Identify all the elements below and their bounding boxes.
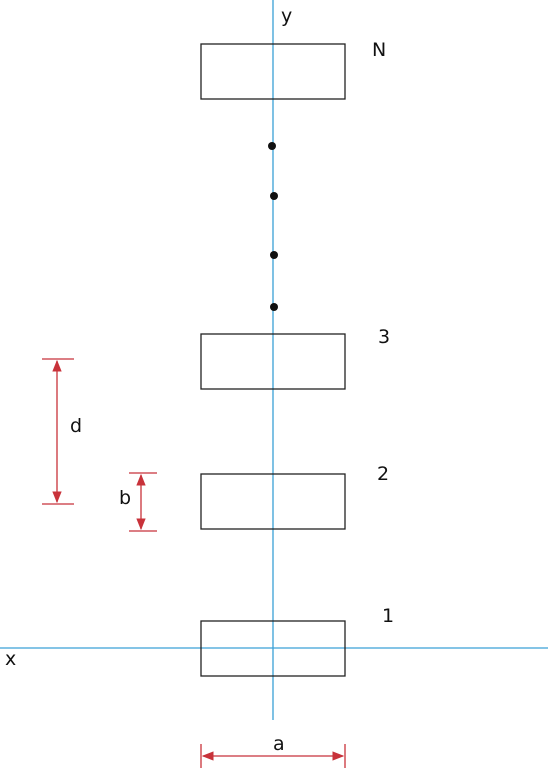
plate-label-n: N: [372, 39, 386, 61]
plate-label-1: 1: [382, 605, 394, 627]
ellipsis-dot: [270, 251, 278, 259]
ellipsis-dot: [268, 142, 276, 150]
plate-label-2: 2: [377, 463, 389, 485]
width-label: a: [273, 733, 285, 755]
ellipsis-dot: [270, 303, 278, 311]
plate-n: [200, 43, 346, 100]
y-axis-label: y: [281, 5, 292, 27]
plate-2: [200, 473, 346, 530]
x-axis-label: x: [5, 648, 16, 670]
spacing-label: d: [70, 415, 82, 437]
plate-label-3: 3: [378, 326, 390, 348]
plate-3: [200, 333, 346, 390]
plate-1: [200, 620, 346, 677]
height-label: b: [119, 487, 131, 509]
ellipsis-dot: [270, 192, 278, 200]
